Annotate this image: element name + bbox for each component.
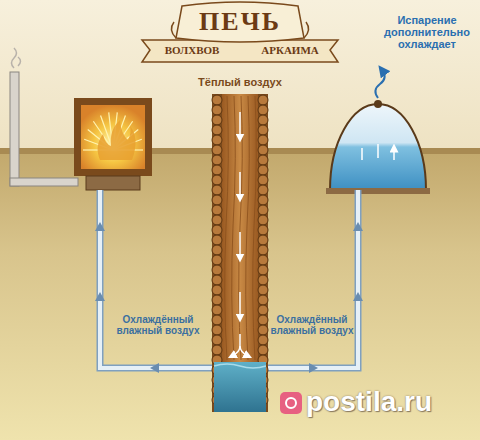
evaporation-note: Испарение дополнительно охлаждает (380, 14, 474, 50)
watermark: postila.ru (306, 386, 476, 418)
pipe-label: Охлаждённый влажный воздух (108, 314, 208, 336)
air-label: Тёплый воздух (180, 76, 300, 88)
pipe-label: Охлаждённый влажный воздух (270, 314, 354, 336)
title: ПЕЧЬ (180, 7, 300, 37)
banner-word: АРКАИМА (244, 44, 336, 56)
banner-word: ВОЛХВОВ (146, 44, 238, 56)
